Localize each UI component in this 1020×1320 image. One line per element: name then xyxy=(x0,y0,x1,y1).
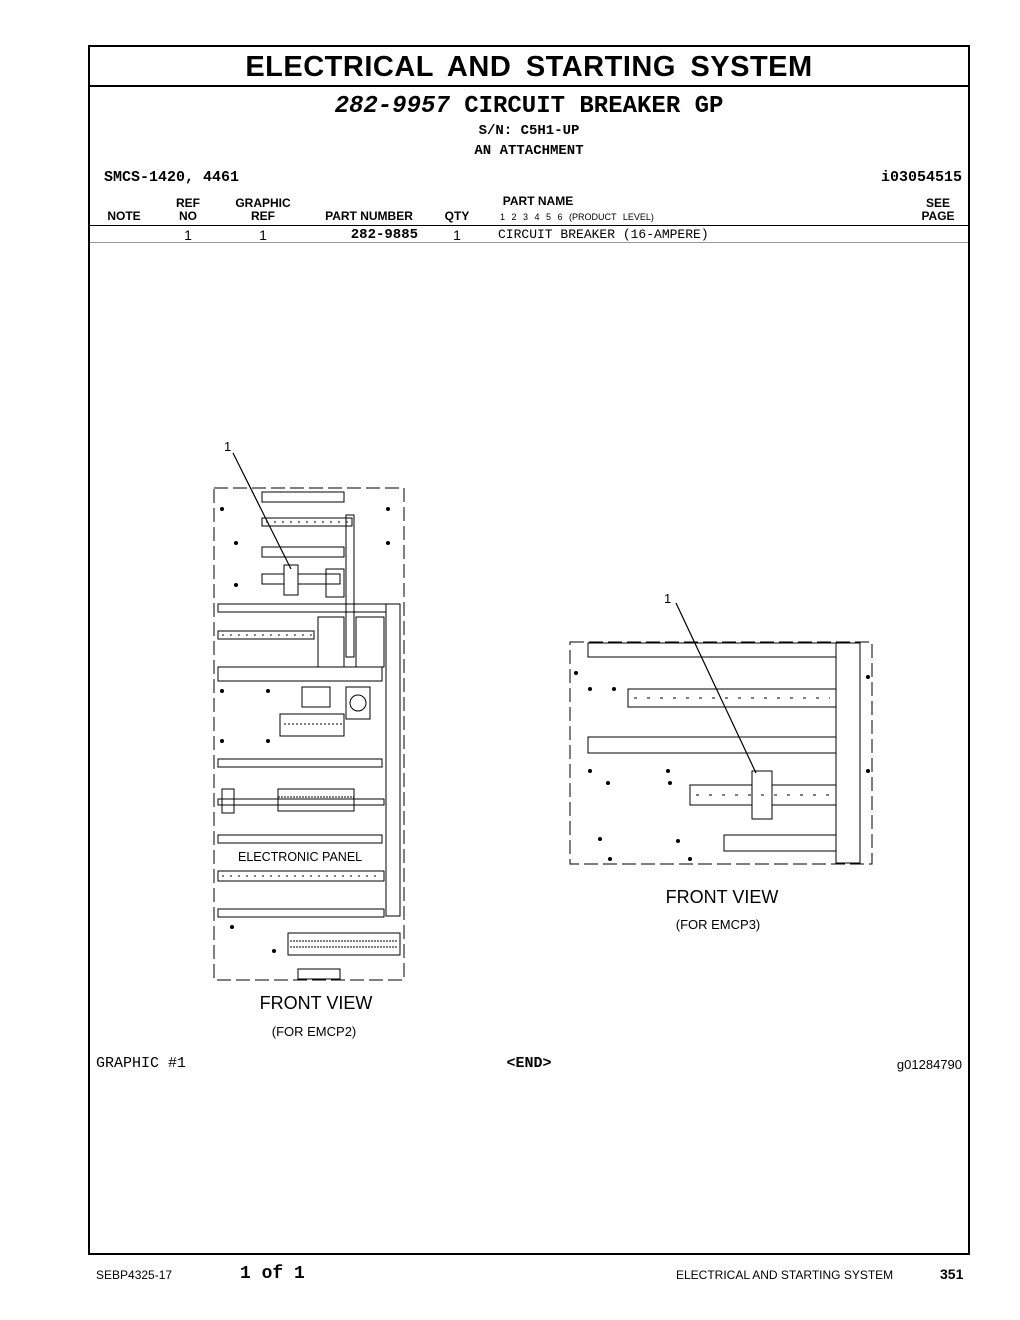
page-number: 351 xyxy=(940,1266,964,1282)
row-graphic-ref: 1 xyxy=(259,227,267,243)
col-part-name: PART NAME xyxy=(502,194,574,208)
row-part-number: 282-9885 xyxy=(350,227,418,243)
col-ref-no-top: REF xyxy=(176,196,200,210)
row-part-name: CIRCUIT BREAKER (16-AMPERE) xyxy=(498,227,709,242)
col-see-page-bottom: PAGE xyxy=(921,209,955,223)
col-graphic-ref-top: GRAPHIC xyxy=(235,196,291,210)
right-panel-outline xyxy=(569,641,873,865)
group-number: 282-9957 xyxy=(334,93,450,120)
title-divider xyxy=(90,85,968,87)
row-qty: 1 xyxy=(453,227,461,243)
info-id: i03054515 xyxy=(880,169,962,186)
left-panel-outline xyxy=(213,487,405,981)
col-graphic-ref-bottom: REF xyxy=(251,209,275,223)
group-name: CIRCUIT BREAKER GP xyxy=(464,93,724,120)
left-leader-line xyxy=(232,452,292,570)
end-marker: <END> xyxy=(506,1055,552,1072)
col-ref-no-bottom: NO xyxy=(179,209,197,223)
page-title: ELECTRICAL AND STARTING SYSTEM xyxy=(245,51,813,83)
graphic-label: GRAPHIC #1 xyxy=(96,1055,187,1072)
right-callout: 1 xyxy=(664,591,671,606)
col-note: NOTE xyxy=(107,209,141,223)
page-frame: ELECTRICAL AND STARTING SYSTEM 282-9957 … xyxy=(88,45,970,1255)
serial-number: S/N: C5H1-UP xyxy=(478,123,580,139)
row-rule xyxy=(90,242,968,243)
electronic-panel-label: ELECTRONIC PANEL xyxy=(238,850,362,864)
footer-section: ELECTRICAL AND STARTING SYSTEM xyxy=(676,1268,894,1282)
group-heading: 282-9957 CIRCUIT BREAKER GP xyxy=(90,93,968,120)
left-circuit-breaker xyxy=(283,564,299,596)
col-see-page-top: SEE xyxy=(925,196,950,210)
parts-illustration: 1 ELECTRONIC PANEL FRONT VIEW (FOR EMCP2… xyxy=(213,439,873,1039)
smcs-code: SMCS-1420, 4461 xyxy=(104,169,240,186)
left-callout: 1 xyxy=(224,439,231,454)
row-ref-no: 1 xyxy=(184,227,192,243)
doc-number: SEBP4325-17 xyxy=(96,1268,173,1282)
header-rule xyxy=(90,225,968,226)
page-count: 1 of 1 xyxy=(240,1264,305,1284)
right-leader-line xyxy=(675,602,757,774)
graphic-id: g01284790 xyxy=(896,1057,962,1072)
left-view-label: FRONT VIEW xyxy=(260,993,373,1013)
left-view-sub: (FOR EMCP2) xyxy=(272,1024,357,1039)
attachment-label: AN ATTACHMENT xyxy=(474,143,584,159)
right-view-sub: (FOR EMCP3) xyxy=(676,917,761,932)
right-view-label: FRONT VIEW xyxy=(666,887,779,907)
col-qty: QTY xyxy=(444,209,470,223)
col-product-level: 1 2 3 4 5 6 (PRODUCT LEVEL) xyxy=(500,212,654,222)
col-part-number: PART NUMBER xyxy=(325,209,413,223)
